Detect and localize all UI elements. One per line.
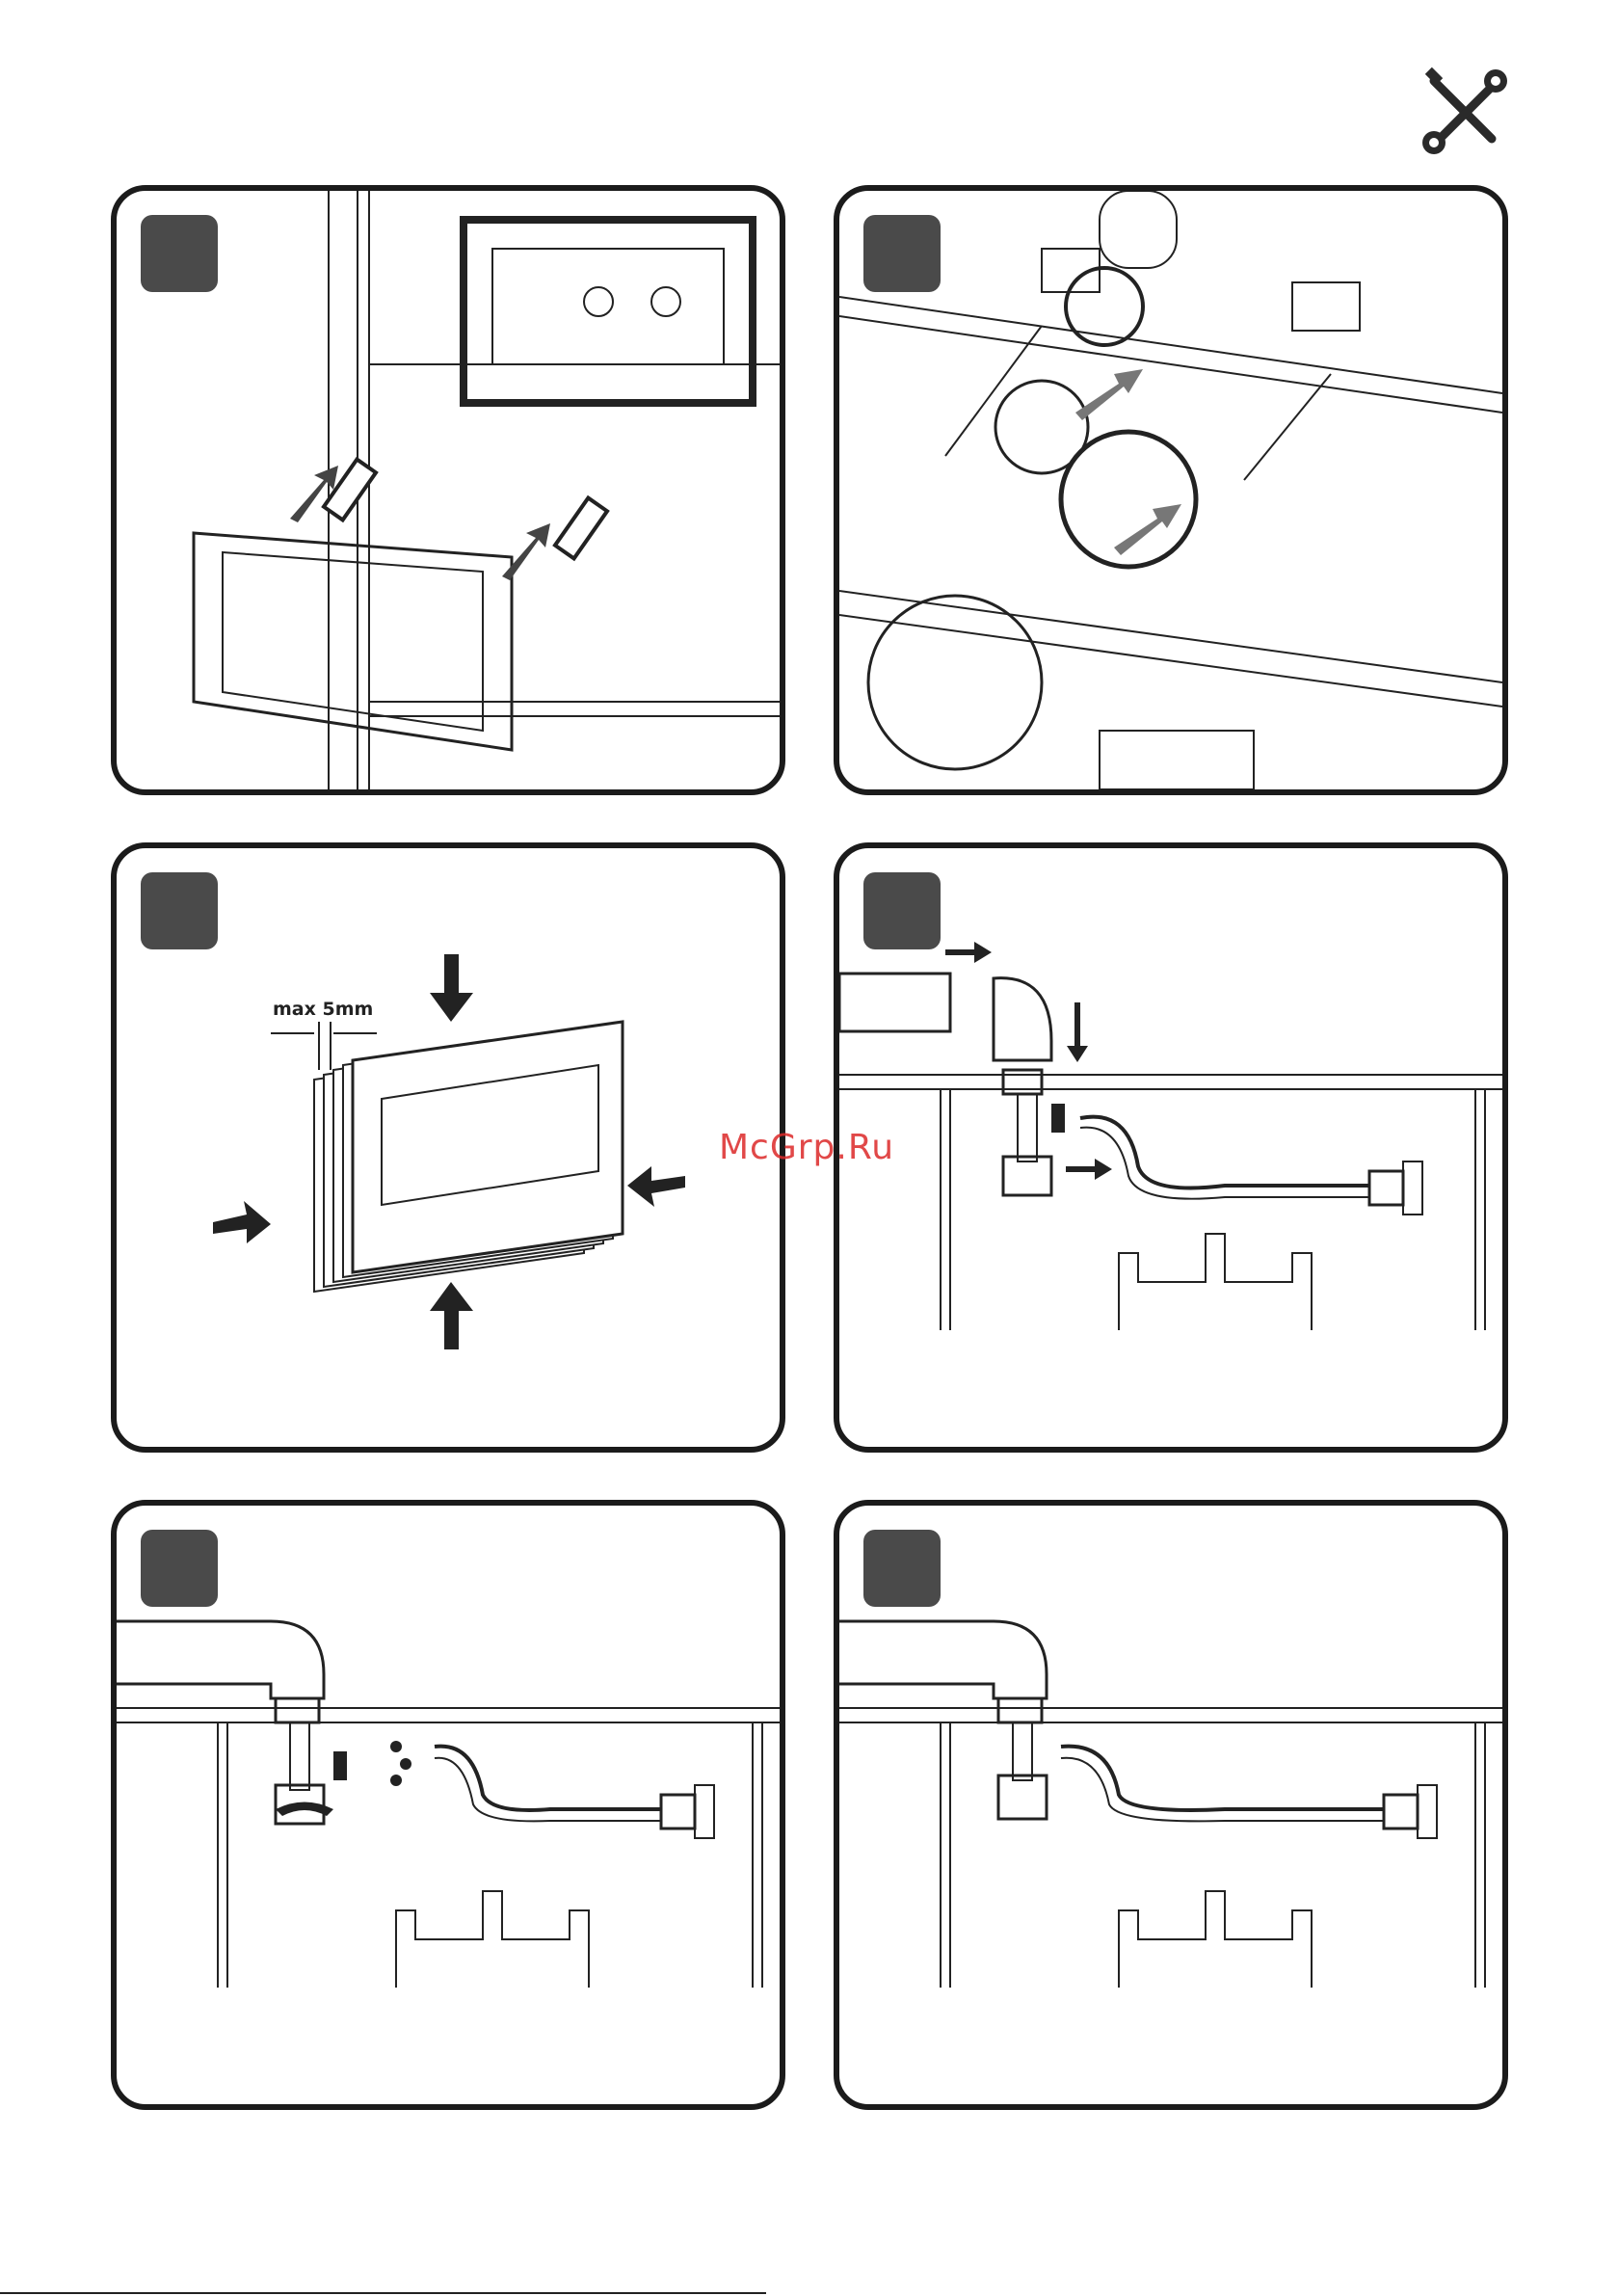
final-connection-illustration xyxy=(839,1506,1502,2104)
step-panel-3: max 5mm xyxy=(111,842,785,1453)
step-panel-1 xyxy=(111,185,785,795)
watermark: McGrp.Ru xyxy=(719,1128,894,1167)
leak-check-illustration xyxy=(117,1506,780,2104)
step-panel-5 xyxy=(111,1500,785,2110)
step-panel-2 xyxy=(834,185,1508,795)
bottom-rule xyxy=(0,2292,766,2294)
step-panel-6 xyxy=(834,1500,1508,2110)
step-panel-4 xyxy=(834,842,1508,1453)
plate-spacing-illustration xyxy=(117,848,780,1447)
tools-icon xyxy=(1417,64,1513,160)
water-inlet-connection-illustration xyxy=(839,848,1502,1447)
drain-connector-illustration xyxy=(839,191,1502,789)
flush-plate-install-illustration xyxy=(117,191,780,789)
